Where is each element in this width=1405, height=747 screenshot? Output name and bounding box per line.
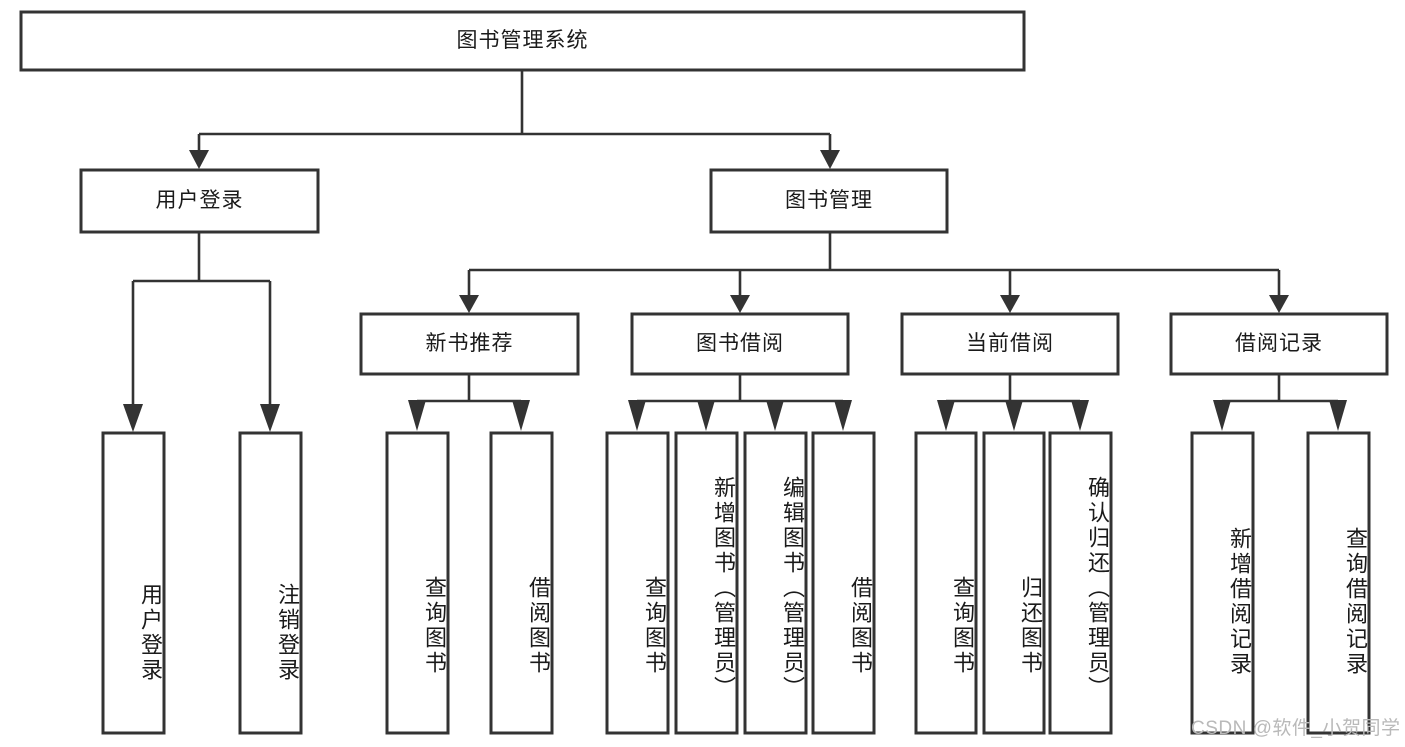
watermark: CSDN @软件_小贺同学 xyxy=(1191,718,1401,739)
box-leaf-return-book[interactable] xyxy=(982,431,1046,735)
arrow-to-recommend xyxy=(459,295,479,313)
box-leaf-add-record[interactable] xyxy=(1190,431,1255,735)
box-leaf-user-logout[interactable] xyxy=(238,431,303,735)
arrow-to-leaf-query-book-1 xyxy=(408,400,426,431)
arrow-to-user-login xyxy=(189,150,209,169)
arrowheads-layer xyxy=(123,150,1347,432)
arrow-to-leaf-borrow-book-1 xyxy=(512,400,530,431)
arrow-to-leaf-query-book-3 xyxy=(937,400,955,431)
arrow-to-book-manage xyxy=(820,150,840,169)
box-leaf-edit-book[interactable] xyxy=(743,431,808,735)
box-book-borrow[interactable] xyxy=(630,312,850,376)
box-new-book-recommend[interactable] xyxy=(359,312,580,376)
arrow-to-book-borrow xyxy=(730,295,750,313)
arrow-to-leaf-user-login xyxy=(123,404,143,432)
arrow-to-leaf-add-book xyxy=(697,400,715,431)
box-leaf-query-book-1[interactable] xyxy=(385,431,450,735)
arrow-to-leaf-query-book-2 xyxy=(628,400,646,431)
box-leaf-user-login[interactable] xyxy=(101,431,166,735)
box-root[interactable] xyxy=(19,10,1026,72)
arrow-to-leaf-user-logout xyxy=(260,404,280,432)
arrow-to-leaf-return-book xyxy=(1005,400,1023,431)
box-leaf-query-book-2[interactable] xyxy=(605,431,670,735)
box-leaf-borrow-book-2[interactable] xyxy=(811,431,876,735)
box-user-login[interactable] xyxy=(79,168,320,234)
box-leaf-borrow-book-1[interactable] xyxy=(489,431,554,735)
box-leaf-confirm-return[interactable] xyxy=(1048,431,1113,735)
box-leaf-query-book-3[interactable] xyxy=(914,431,978,735)
arrow-to-leaf-add-record xyxy=(1213,400,1231,431)
arrow-to-borrow-record xyxy=(1269,295,1289,313)
box-book-manage[interactable] xyxy=(709,168,949,234)
box-current-borrow[interactable] xyxy=(900,312,1120,376)
box-borrow-record[interactable] xyxy=(1169,312,1389,376)
box-leaf-query-record[interactable] xyxy=(1306,431,1371,735)
box-leaf-add-book[interactable] xyxy=(674,431,739,735)
arrow-to-leaf-edit-book xyxy=(766,400,784,431)
arrow-to-current-borrow xyxy=(1000,295,1020,313)
arrow-to-leaf-confirm-return xyxy=(1071,400,1089,431)
arrow-to-leaf-borrow-book-2 xyxy=(834,400,852,431)
arrow-to-leaf-query-record xyxy=(1329,400,1347,431)
boxes-layer xyxy=(19,10,1389,735)
